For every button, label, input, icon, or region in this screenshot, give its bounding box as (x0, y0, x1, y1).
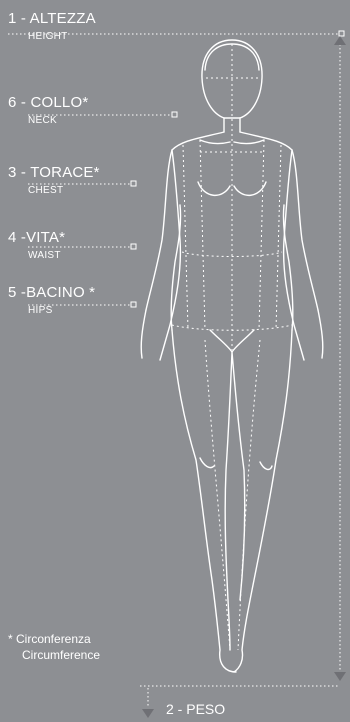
side-left (183, 145, 188, 330)
neck-label-en: NECK (28, 116, 88, 126)
inner-legs (225, 352, 245, 650)
triangle-up-icon (334, 36, 346, 45)
left-leg (172, 330, 236, 672)
waist-label-en: WAIST (28, 251, 65, 261)
princess-left (200, 140, 205, 330)
height-label-en: HEIGHT (28, 32, 96, 42)
measurement-chest: 3 - TORACE* CHEST (8, 165, 100, 196)
hips-marker (131, 302, 136, 307)
hips-label-it: 5 -BACINO * (8, 285, 95, 300)
princess-right (259, 140, 264, 330)
neck-marker (172, 112, 177, 117)
weight-label: 2 - PESO (166, 702, 225, 716)
footnote-line-1: * Circonferenza (8, 632, 91, 646)
footnote: * Circonferenza Circumference (8, 631, 100, 663)
left-knee (200, 458, 214, 468)
side-right (276, 145, 281, 330)
left-leg-center (205, 340, 230, 650)
arrows (142, 36, 346, 718)
measurement-waist: 4 -VITA* WAIST (8, 230, 65, 261)
waist-marker (131, 244, 136, 249)
height-label-it: 1 - ALTEZZA (8, 11, 96, 26)
neck-label-it: 6 - COLLO* (8, 95, 88, 110)
measurement-neck: 6 - COLLO* NECK (8, 95, 88, 126)
hair-line (205, 44, 259, 70)
right-leg (234, 330, 292, 672)
right-arm (284, 150, 323, 360)
chest-marker (131, 181, 136, 186)
left-arm (141, 150, 180, 360)
triangle-down-icon (334, 672, 346, 681)
construction-lines (172, 44, 292, 650)
triangle-down-icon (142, 709, 154, 718)
chest-label-it: 3 - TORACE* (8, 165, 100, 180)
height-marker (339, 31, 344, 36)
leader-endpoints (131, 31, 344, 307)
waist-label-it: 4 -VITA* (8, 230, 65, 245)
right-knee (260, 462, 272, 469)
footnote-line-2: Circumference (8, 647, 100, 663)
chest-label-en: CHEST (28, 186, 100, 196)
leader-lines (8, 34, 340, 706)
measurement-height: 1 - ALTEZZA HEIGHT (8, 11, 96, 42)
hips-label-en: HIPS (28, 306, 95, 316)
measurement-hips: 5 -BACINO * HIPS (8, 285, 95, 316)
